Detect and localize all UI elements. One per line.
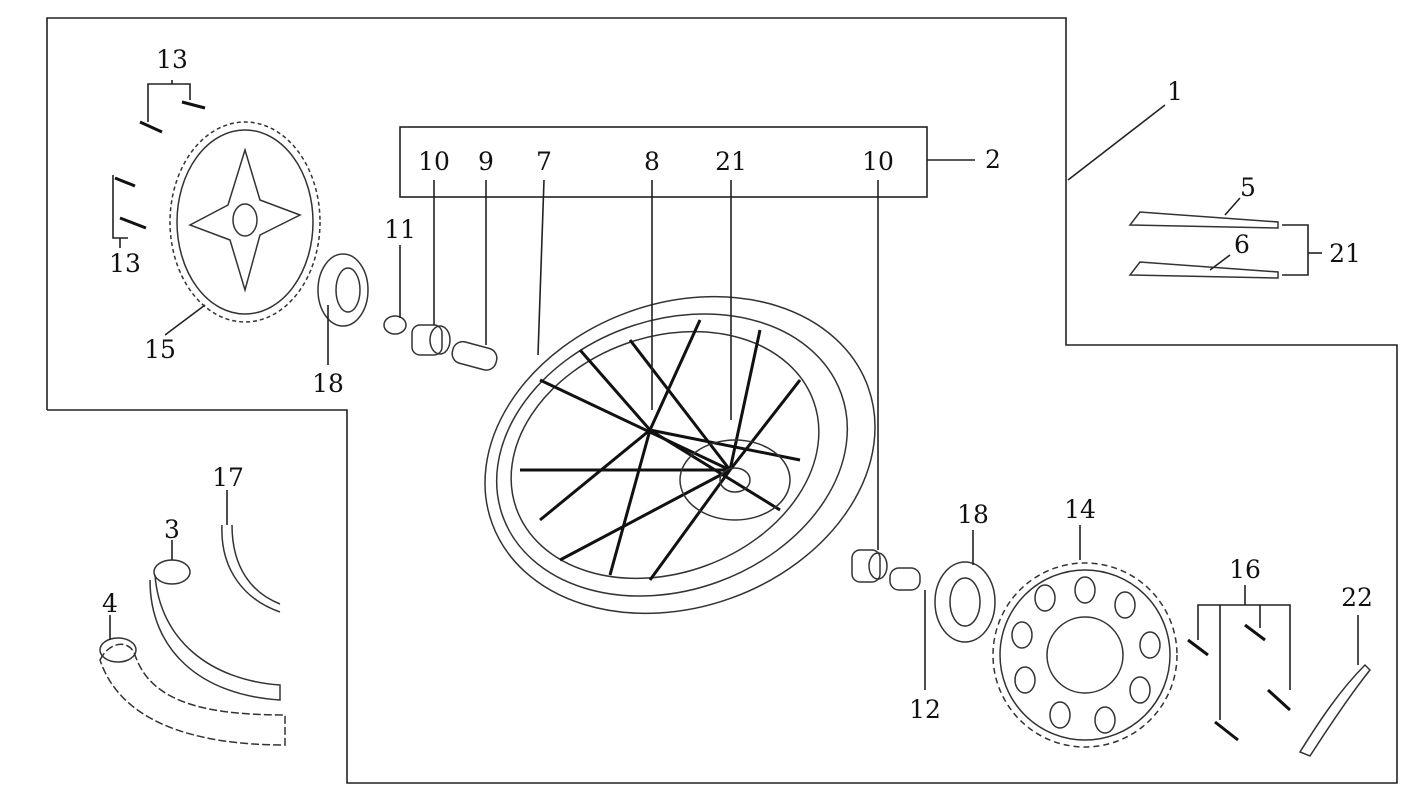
label-18-right: 18: [957, 500, 989, 529]
label-14: 14: [1064, 495, 1096, 524]
wheel-assembly-box: [399, 126, 928, 198]
assembly-outline: [46, 17, 1398, 784]
label-3: 3: [164, 515, 180, 544]
label-1: 1: [1167, 77, 1183, 106]
bearing-left: [411, 324, 451, 356]
label-13-bottom: 13: [109, 249, 141, 278]
label-10-right: 10: [862, 147, 894, 176]
label-4: 4: [102, 589, 118, 618]
label-8: 8: [644, 147, 660, 176]
label-17: 17: [212, 463, 244, 492]
label-2: 2: [985, 145, 1001, 174]
sprocket-bolts: [1187, 623, 1292, 742]
label-21-strips: 21: [1329, 239, 1361, 268]
rim-band: [221, 524, 281, 613]
label-7: 7: [536, 147, 552, 176]
label-5: 5: [1240, 173, 1256, 202]
oil-seal-left: [317, 253, 369, 327]
oil-seal-right: [934, 561, 996, 643]
spacer-right: [889, 567, 921, 591]
label-13-top: 13: [156, 45, 188, 74]
lock-plate: [1298, 663, 1372, 757]
label-9: 9: [478, 147, 494, 176]
rear-sprocket: [992, 562, 1178, 748]
label-11: 11: [384, 215, 416, 244]
collar: [383, 315, 407, 335]
label-10-left: 10: [418, 147, 450, 176]
label-12: 12: [909, 695, 941, 724]
label-6: 6: [1234, 230, 1250, 259]
bearing-right: [851, 549, 888, 583]
spacer: [451, 340, 498, 371]
rim-strips: [1128, 211, 1279, 279]
label-16: 16: [1229, 555, 1261, 584]
brake-disc: [169, 121, 321, 323]
label-18-left: 18: [312, 369, 344, 398]
disc-bolts: [114, 100, 206, 230]
inner-tube: [149, 559, 281, 701]
label-22: 22: [1341, 583, 1373, 612]
tire: [99, 637, 286, 746]
label-21-wheel: 21: [715, 147, 747, 176]
rear-wheel: [484, 295, 876, 615]
label-15: 15: [144, 335, 176, 364]
